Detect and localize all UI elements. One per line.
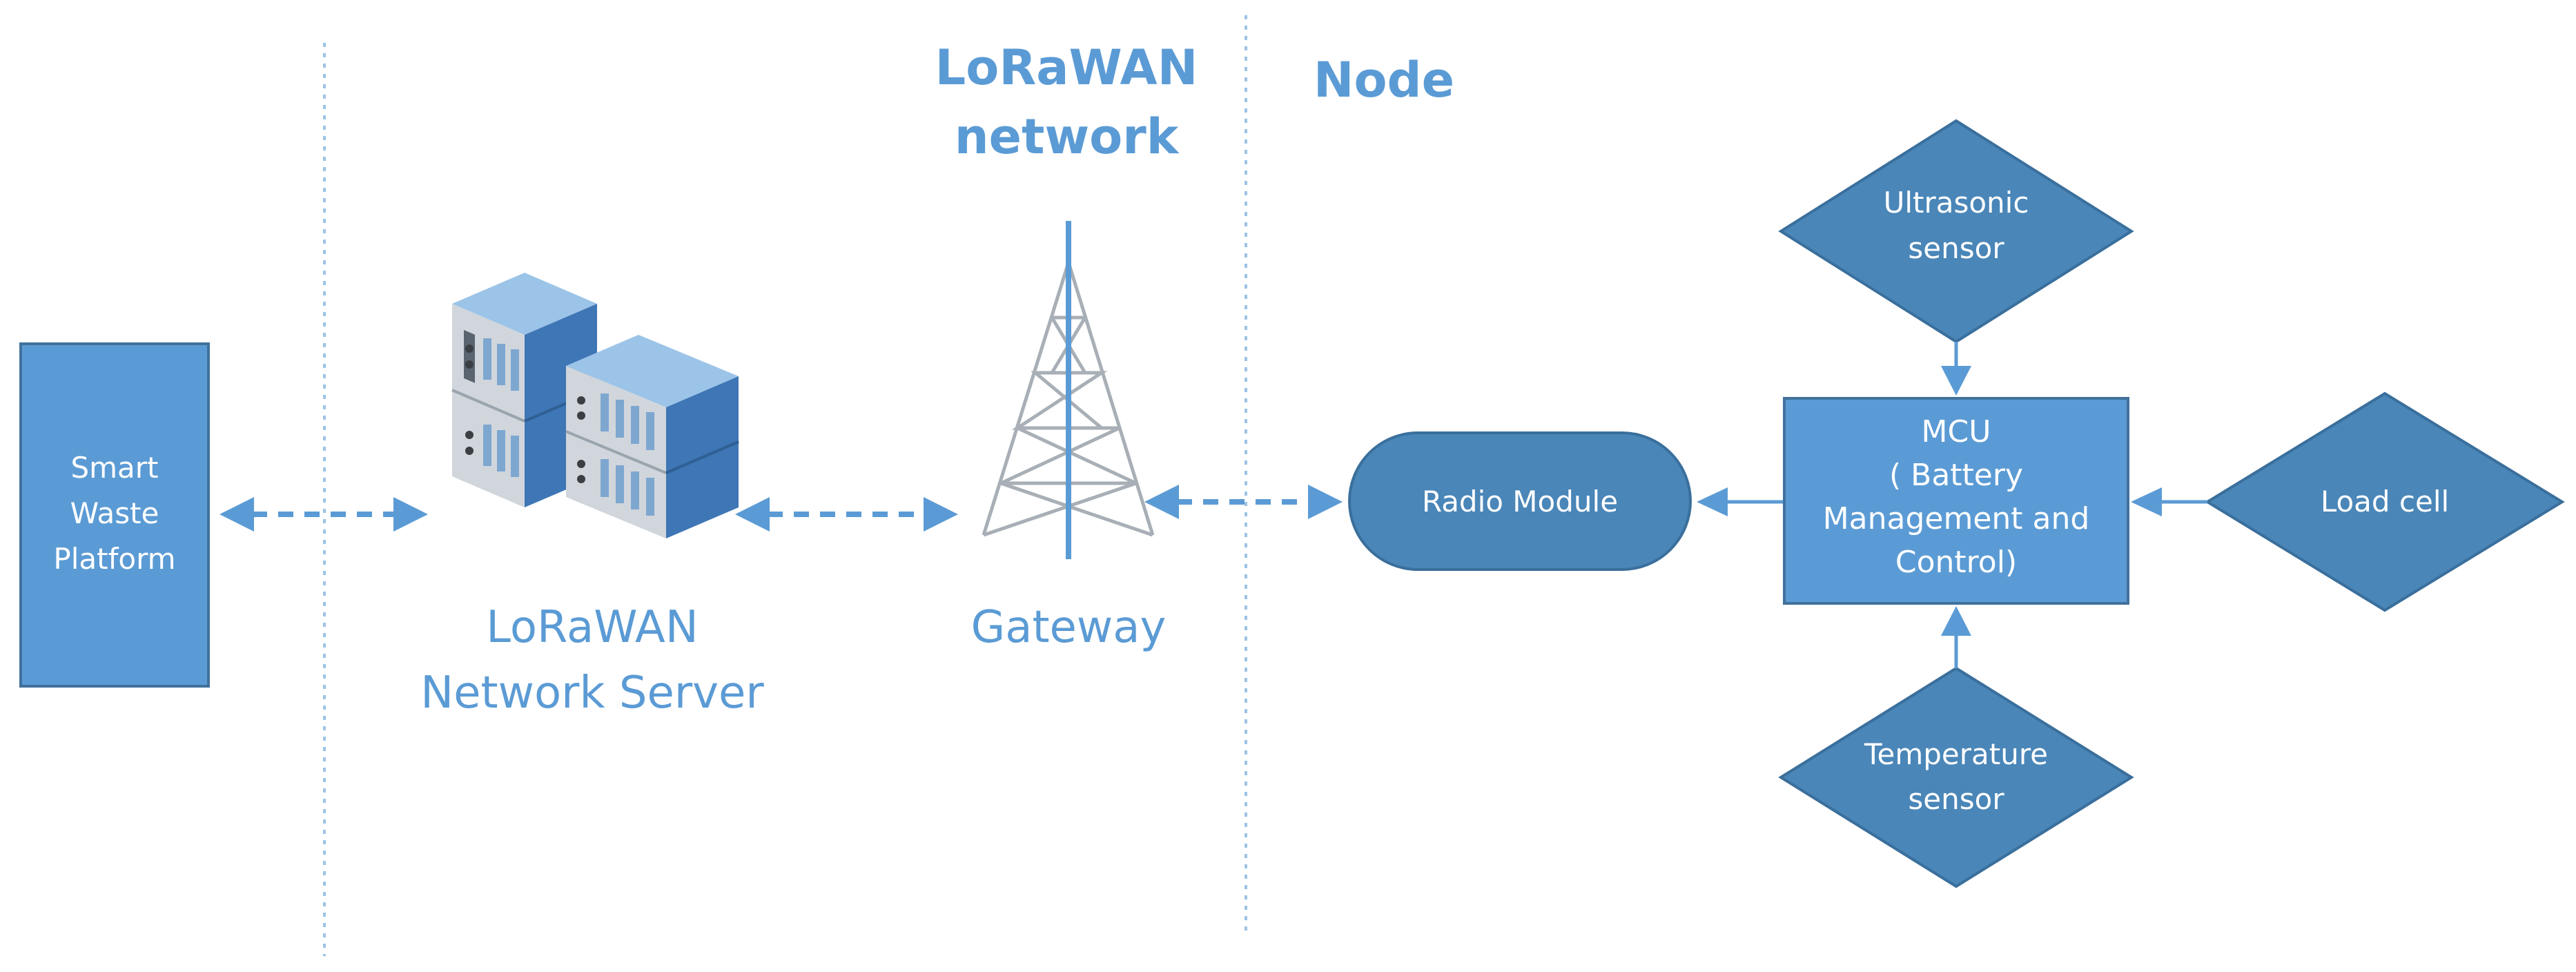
gateway-caption: Gateway	[971, 602, 1167, 653]
section-title-lorawan-network: LoRaWAN	[935, 39, 1198, 96]
temperature-label-line1: Temperature	[1864, 737, 2048, 771]
platform-label-line2: Waste	[70, 496, 159, 530]
link-temperature-mcu	[1941, 606, 1971, 668]
section-title-lorawan-network-line2: network	[955, 108, 1180, 165]
network-server-caption-line2: Network Server	[420, 668, 764, 719]
load-cell-block: Load cell	[2205, 391, 2565, 612]
section-title-node: Node	[1314, 52, 1454, 108]
mcu-label-line1: MCU	[1922, 414, 1991, 449]
link-mcu-radio	[1697, 487, 1784, 516]
server-rack-icon	[451, 273, 739, 538]
ultrasonic-label-line2: sensor	[1908, 231, 2004, 265]
load-cell-label: Load cell	[2321, 485, 2449, 518]
ultrasonic-label-line1: Ultrasonic	[1884, 186, 2029, 220]
ultrasonic-sensor-block: Ultrasonic sensor	[1778, 119, 2134, 344]
platform-label-line1: Smart	[70, 451, 158, 485]
temperature-label-line2: sensor	[1908, 782, 2004, 816]
temperature-sensor-block: Temperature sensor	[1778, 666, 2134, 888]
link-gateway-radio	[1144, 485, 1343, 519]
radio-module-label: Radio Module	[1422, 485, 1618, 518]
smart-waste-platform-block: Smart Waste Platform	[19, 342, 210, 688]
platform-label-line3: Platform	[53, 542, 175, 576]
radio-tower-icon	[982, 221, 1155, 559]
mcu-block: MCU ( Battery Management and Control)	[1783, 397, 2129, 605]
link-ultrasonic-mcu	[1941, 342, 1971, 396]
link-server-gateway	[735, 497, 958, 532]
link-loadcell-mcu	[2131, 487, 2207, 516]
mcu-label-line2: ( Battery	[1889, 458, 2023, 493]
link-platform-server	[219, 497, 428, 532]
mcu-label-line3: Management and	[1823, 501, 2090, 536]
mcu-label-line4: Control)	[1895, 545, 2017, 580]
radio-module-block: Radio Module	[1348, 431, 1692, 571]
network-server-caption-line1: LoRaWAN	[486, 602, 698, 653]
